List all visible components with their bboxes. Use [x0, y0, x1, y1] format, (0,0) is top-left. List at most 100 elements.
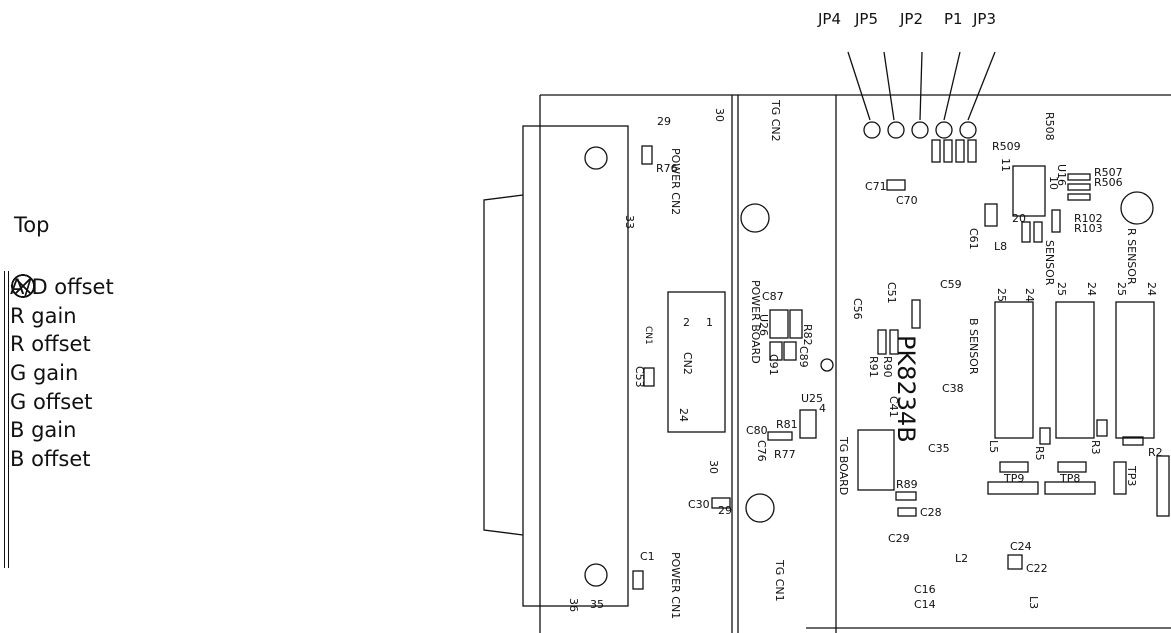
- leader-jp5: [883, 51, 895, 121]
- label-r82: R82: [801, 324, 814, 346]
- legend-item-label: R gain: [10, 303, 77, 328]
- label-tp8: TP8: [1059, 472, 1080, 485]
- pin-33: 33: [623, 215, 636, 229]
- pin-24-g: 24: [1085, 282, 1098, 296]
- label-power-cn1: POWER CN1: [669, 552, 682, 619]
- r5-box: [1039, 427, 1051, 445]
- pin-1-cn2: 1: [706, 316, 713, 329]
- legend-bracket-line-1: [4, 271, 5, 568]
- label-tp3: TP3: [1125, 465, 1138, 486]
- leader-jp4: [847, 51, 871, 121]
- label-l2: L2: [955, 552, 968, 565]
- label-r509: R509: [992, 140, 1021, 153]
- edge-connector: [1156, 455, 1170, 517]
- label-u16: U16: [1055, 164, 1068, 186]
- r104-box: [1021, 221, 1031, 243]
- label-r506: R506: [1094, 176, 1123, 189]
- pin-24-cn2: 24: [677, 408, 690, 422]
- b-sensor-chip: [994, 301, 1034, 439]
- jumper-jp3: [959, 121, 977, 139]
- dsub-connector-body: [522, 125, 629, 607]
- label-c89: C89: [797, 346, 810, 368]
- label-l3: L3: [1027, 596, 1040, 609]
- legend-item-label: R offset: [10, 332, 91, 357]
- c1-box: [632, 570, 644, 590]
- label-r77: R77: [774, 448, 796, 461]
- label-r76: R76: [656, 162, 678, 175]
- jumper-jp5: [887, 121, 905, 139]
- label-cn2: CN2: [681, 352, 694, 375]
- legend-item-g-offset: G offset: [10, 274, 114, 416]
- cn2-connector: [667, 291, 726, 433]
- u16-chip: [1012, 165, 1046, 217]
- label-tg-board: TG BOARD: [837, 436, 850, 495]
- r76-box: [641, 145, 653, 165]
- c24-box: [1007, 554, 1023, 570]
- jumper-label-p1: P1: [944, 10, 963, 28]
- pin-4: 4: [819, 402, 826, 415]
- label-tg-cn1: TG CN1: [773, 559, 786, 602]
- label-r507: R507: [1094, 166, 1123, 179]
- label-c61: C61: [967, 228, 980, 250]
- pin-10: 10: [1047, 176, 1060, 190]
- r3-box: [1096, 419, 1108, 437]
- legend-item-label: B offset: [10, 446, 91, 471]
- label-cn1: CN1: [643, 326, 653, 345]
- leader-jp3: [967, 51, 996, 121]
- pin-25-b: 25: [995, 288, 1008, 302]
- pin-29-b: 29: [718, 504, 732, 517]
- label-c51: C51: [885, 282, 898, 304]
- r507-box: [1067, 173, 1091, 181]
- label-u26: U26: [757, 314, 770, 336]
- label-l5: L5: [987, 440, 1000, 453]
- u26-chip: [769, 309, 789, 339]
- label-c71: C71: [865, 180, 887, 193]
- tp8-box: [1057, 461, 1087, 473]
- legend-item-g-gain: G gain: [10, 274, 114, 388]
- pin-2-cn2: 2: [683, 316, 690, 329]
- label-tg-cn2: TG CN2: [769, 99, 782, 142]
- label-c1: C1: [640, 550, 655, 563]
- u25-chip: [799, 409, 817, 439]
- pin-20: 20: [1012, 212, 1026, 225]
- jumper-label-jp5: JP5: [855, 10, 879, 28]
- label-tp9: TP9: [1003, 472, 1024, 485]
- label-power-board: POWER BOARD: [749, 280, 762, 364]
- label-c30: C30: [688, 498, 710, 511]
- legend-list: A/D offset R gain R offset G gain G offs…: [10, 273, 114, 473]
- legend-title: Top: [14, 213, 50, 237]
- label-c38: C38: [942, 382, 964, 395]
- c80-box: [767, 431, 793, 441]
- label-c59: C59: [940, 278, 962, 291]
- b-logo-circle: [1120, 191, 1154, 225]
- label-c24: C24: [1010, 540, 1032, 553]
- r91-box: [877, 329, 887, 355]
- r75-box: [943, 139, 953, 163]
- jumper-jp2: [911, 121, 929, 139]
- legend-item-r-gain: R gain: [10, 274, 114, 331]
- r90-box: [889, 329, 899, 355]
- label-r508: R508: [1043, 112, 1056, 141]
- legend-item-label: B gain: [10, 418, 77, 443]
- jumper-label-jp4: JP4: [818, 10, 842, 28]
- cross-circle-icon: [11, 274, 35, 298]
- pin-29-a: 29: [657, 115, 671, 128]
- r2-box: [1122, 436, 1144, 446]
- legend-bracket-line-2: [8, 271, 9, 568]
- r82-box: [789, 309, 803, 339]
- tp9-box: [999, 461, 1029, 473]
- c53-box: [643, 367, 655, 387]
- label-part-number: PK8234B: [892, 335, 920, 443]
- legend-item-label: G offset: [10, 389, 93, 414]
- label-power-cn2: POWER CN2: [669, 148, 682, 215]
- label-c28: C28: [920, 506, 942, 519]
- label-r102: R102: [1074, 212, 1103, 225]
- r102-box: [1051, 209, 1061, 233]
- leader-jp2: [919, 51, 923, 121]
- r-sensor-chip: [1115, 301, 1155, 439]
- label-c87: C87: [762, 290, 784, 303]
- c71-box: [886, 179, 906, 191]
- legend-item-r-offset: R offset: [10, 274, 114, 359]
- pin-24-b: 24: [1023, 288, 1036, 302]
